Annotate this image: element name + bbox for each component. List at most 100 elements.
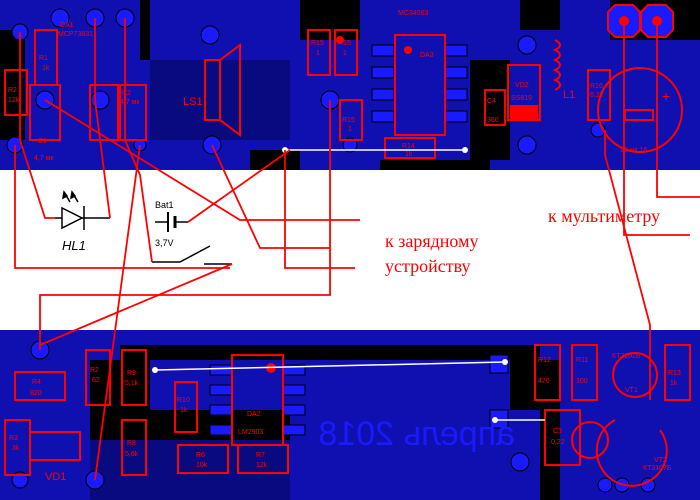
r4-body [14, 371, 66, 401]
vt1-label: VT1 [625, 387, 638, 394]
wire-to-multimeter [656, 21, 700, 198]
wire [14, 145, 230, 269]
c2-value: 4,7 мк [120, 99, 140, 106]
hl1-triangle [61, 206, 84, 230]
label-charger-2: устройству [385, 256, 470, 276]
c4-label: C4 [487, 98, 496, 105]
r14-label: R14 [402, 143, 415, 150]
r11-value: 100 [576, 378, 588, 385]
battery-value: 3,7V [155, 238, 174, 248]
schematic [55, 190, 232, 265]
vt1-body [612, 352, 658, 398]
bottom-copper-mid [150, 360, 510, 410]
bottom-board: R4 820 R3 3k R2 62 R9 5,1k R8 5,6k R10 1… [0, 330, 700, 500]
pad [50, 8, 70, 28]
pad-square [489, 409, 509, 429]
c4-body [484, 89, 506, 126]
wire [187, 149, 291, 223]
r14-value: 1k [405, 151, 413, 158]
r1-value: 1k [42, 65, 50, 72]
top-gap-mid [470, 60, 510, 160]
label-multimeter: к мультиметру [548, 206, 660, 226]
da3-pins [371, 44, 468, 123]
r15b-label: R15 [338, 40, 351, 47]
bottom-copper-right [560, 360, 700, 500]
r4-label: R4 [32, 379, 41, 386]
c1-label: C1 [38, 138, 47, 145]
l1-label: L1 [563, 89, 575, 101]
jumper-end [502, 359, 508, 365]
pad [342, 137, 358, 153]
da3-label: DA3 [420, 52, 434, 59]
r2-value: 12k [8, 97, 20, 104]
r8-label: R8 [127, 440, 136, 447]
r7-value: 12k [256, 462, 268, 469]
r6-body [177, 444, 229, 474]
da1-type: MCP73831 [58, 31, 93, 38]
c2b-body [117, 84, 147, 141]
r11-label: R11 [576, 357, 588, 364]
da2-label: DA2 [247, 411, 261, 418]
c3-body [544, 409, 581, 466]
da2-body [231, 354, 284, 446]
r14-body [384, 137, 436, 159]
wire [284, 150, 355, 269]
vt1-value: КТ3102Б [612, 353, 641, 360]
c5-value: 10 мк 16 [620, 147, 647, 154]
r10-label: R10 [177, 397, 190, 404]
wire [39, 263, 233, 346]
r2b-value: 62 [92, 377, 100, 384]
r12-label: R12 [538, 357, 551, 364]
r3-value: 3k [12, 445, 20, 452]
r15c-body [339, 99, 363, 141]
wire-to-charger [211, 144, 330, 249]
hl1-label: HL1 [62, 238, 86, 253]
r9-label: R9 [127, 370, 136, 377]
wire [124, 18, 153, 263]
r13-body [664, 344, 691, 401]
hl1-arrow [62, 190, 69, 200]
r6-value: 10k [196, 462, 208, 469]
c5-stripe [624, 109, 654, 121]
hl1-arrow [70, 190, 77, 200]
r1-label: R1 [39, 55, 48, 62]
r2-body [4, 69, 28, 116]
ls1-label: LS1 [183, 96, 203, 108]
pad [640, 477, 656, 493]
label-charger-1: к зарядному [385, 231, 478, 251]
r11-body [571, 344, 598, 401]
vd2-label: VD2 [515, 82, 529, 89]
pad [200, 25, 220, 45]
r12-body [534, 344, 561, 401]
wire [604, 130, 651, 400]
wire-to-multimeter [623, 21, 690, 236]
da3-key [404, 46, 412, 54]
da3-dot [336, 36, 344, 44]
c1-body [29, 84, 61, 141]
da2-type: LM2903 [238, 429, 263, 436]
da3-type: MC34063 [398, 10, 428, 17]
r13-value: 1k [670, 380, 678, 387]
r13-label: R13 [668, 370, 681, 377]
l1-coil [552, 39, 561, 91]
ls1-cone [219, 43, 241, 137]
jumper-end [462, 147, 468, 153]
vd1-label: VD1 [45, 471, 66, 483]
bottom-copper-sub [90, 440, 290, 500]
wire [94, 18, 111, 219]
r16-label: R16 [590, 83, 603, 90]
c3-can [571, 421, 609, 459]
r9-value: 5,1k [125, 380, 139, 387]
wire-to-charger [44, 99, 360, 221]
r9-body [121, 349, 147, 406]
c1-value: 4,7 мк [34, 155, 54, 162]
c5-plus: + [662, 88, 670, 104]
bottom-copper-top [0, 330, 700, 360]
pad [517, 135, 537, 155]
battery-ref: Bat1 [155, 200, 174, 210]
r3-label: R3 [9, 435, 18, 442]
r16-value: 6,2k [590, 92, 604, 99]
r15a-body [307, 29, 331, 76]
